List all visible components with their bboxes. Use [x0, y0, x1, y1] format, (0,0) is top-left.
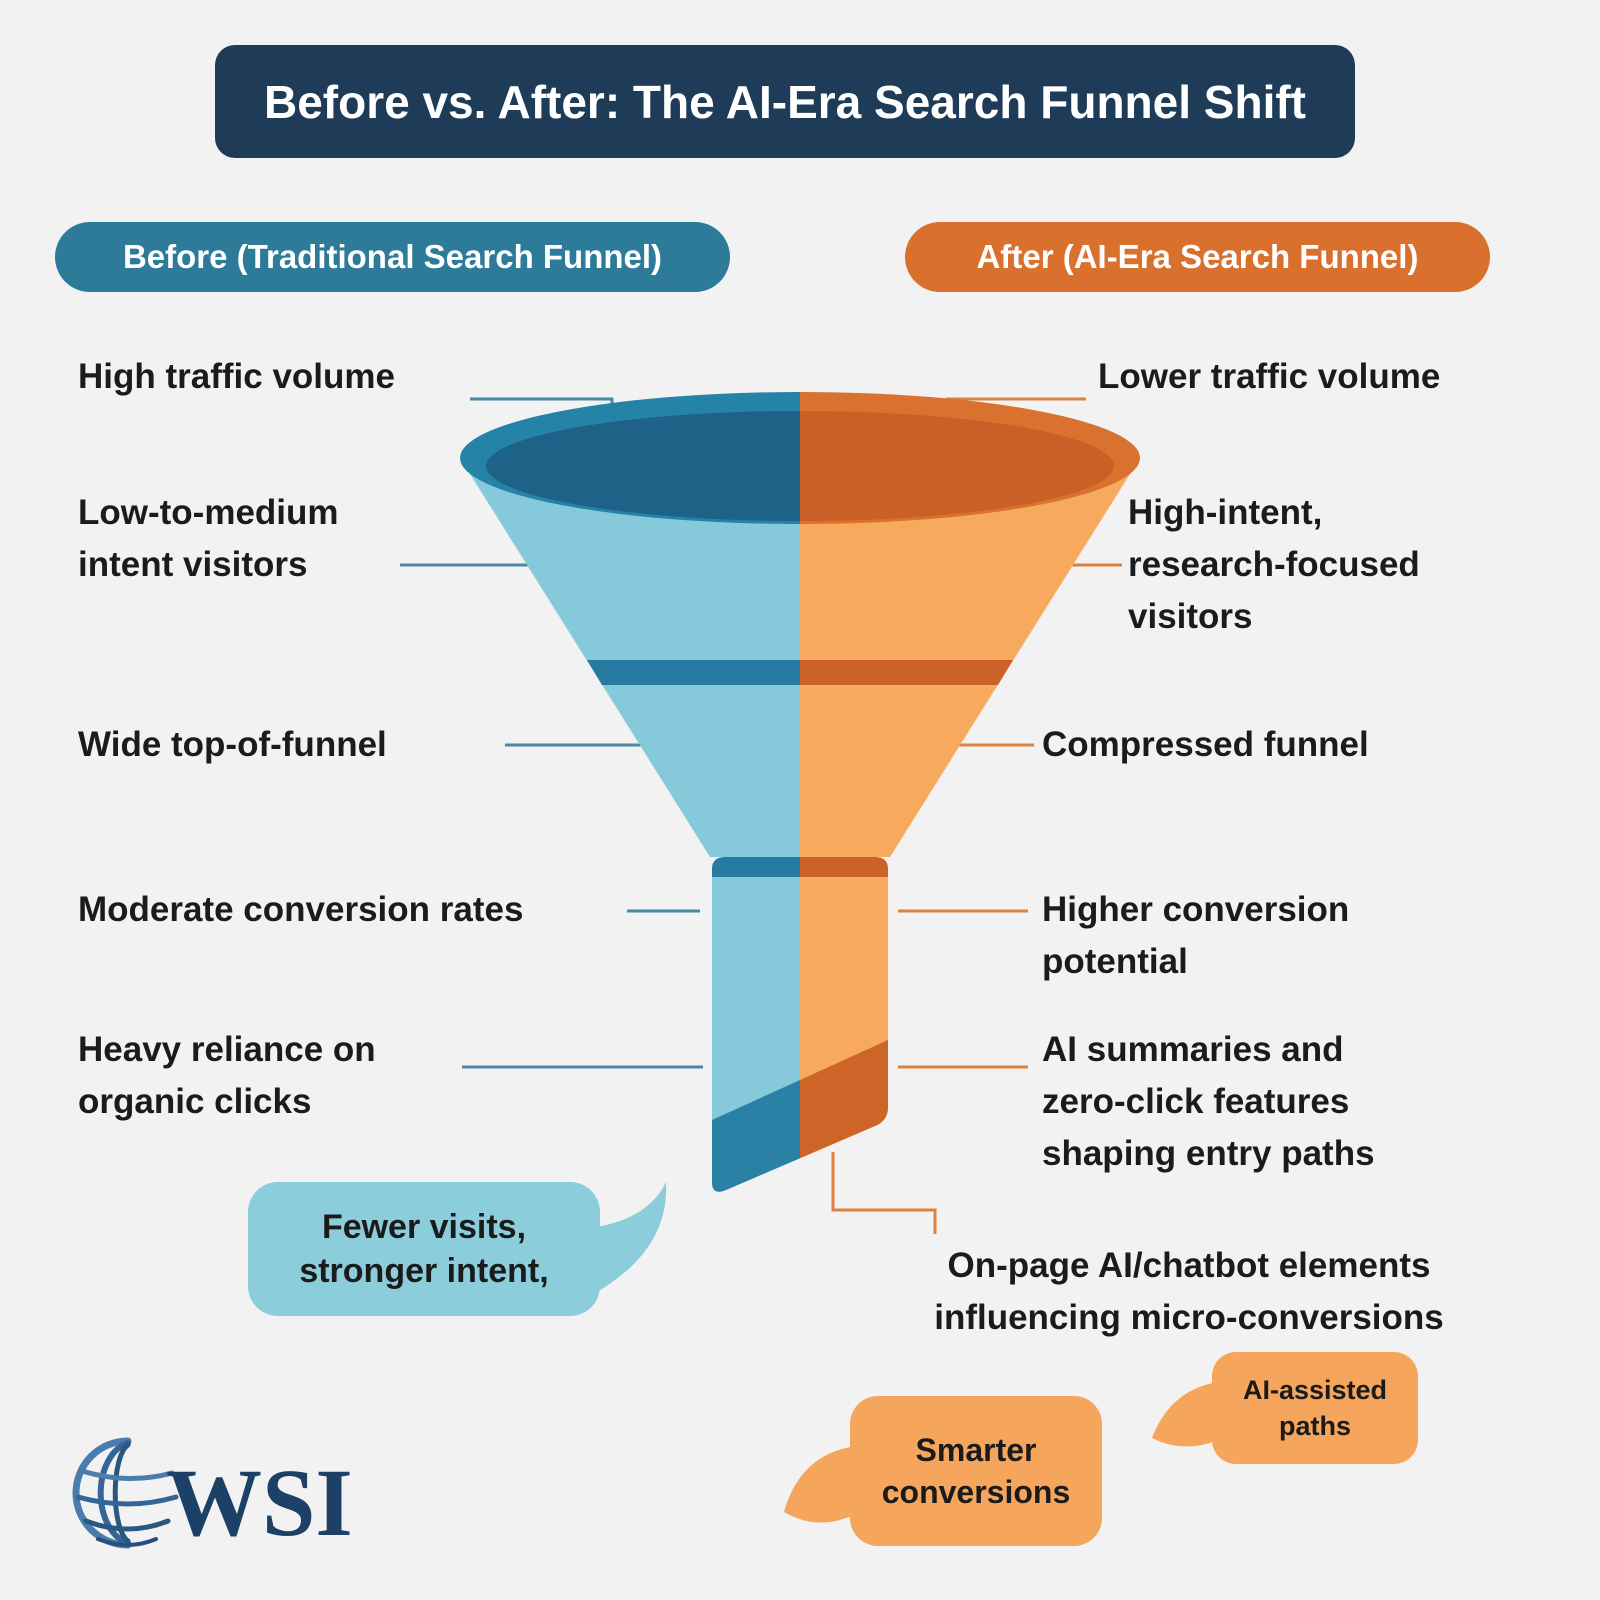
before-speech-bubble-text: Fewer visits, stronger intent, [299, 1208, 549, 1290]
after-column-label: After (AI-Era Search Funnel) [976, 238, 1419, 275]
ai-assisted-paths-bubble: AI-assisted paths [1212, 1352, 1418, 1464]
before-label-high-traffic: High traffic volume [78, 357, 395, 396]
ai-assisted-paths-text: AI-assisted paths [1242, 1375, 1388, 1441]
before-label-low-medium-intent: Low-to-medium intent visitors [78, 493, 339, 584]
after-label-higher-conversion: Higher conversion potential [1042, 890, 1350, 981]
connector-line [831, 1152, 937, 1234]
before-column-label: Before (Traditional Search Funnel) [122, 238, 663, 275]
after-label-lower-traffic: Lower traffic volume [1098, 357, 1441, 396]
ai-paths-bubble-tail [1152, 1382, 1218, 1447]
before-speech-bubble: Fewer visits, stronger intent, [248, 1182, 600, 1316]
after-label-on-page-ai: On-page AI/chatbot elements influencing … [934, 1246, 1444, 1337]
smarter-conversions-bubble: Smarter conversions [850, 1396, 1102, 1546]
after-label-ai-summaries: AI summaries and zero-click features sha… [1042, 1030, 1375, 1173]
globe-icon [72, 1437, 179, 1549]
before-label-organic-clicks: Heavy reliance on organic clicks [78, 1030, 376, 1121]
before-bubble-tail [590, 1182, 667, 1296]
smarter-conversions-text: Smarter conversions [881, 1432, 1071, 1510]
after-label-compressed-funnel: Compressed funnel [1042, 725, 1369, 764]
wsi-logo: WSI [72, 1437, 353, 1556]
after-label-high-intent: High-intent, research-focused visitors [1128, 493, 1420, 636]
wsi-logo-text: WSI [166, 1449, 353, 1556]
after-column-header: After (AI-Era Search Funnel) [905, 222, 1490, 292]
smarter-bubble-tail [784, 1446, 856, 1523]
title-banner: Before vs. After: The AI-Era Search Funn… [215, 45, 1355, 158]
before-label-moderate-conversion: Moderate conversion rates [78, 890, 524, 929]
before-label-wide-top: Wide top-of-funnel [78, 725, 387, 764]
page-title: Before vs. After: The AI-Era Search Funn… [263, 75, 1306, 128]
before-column-header: Before (Traditional Search Funnel) [55, 222, 730, 292]
